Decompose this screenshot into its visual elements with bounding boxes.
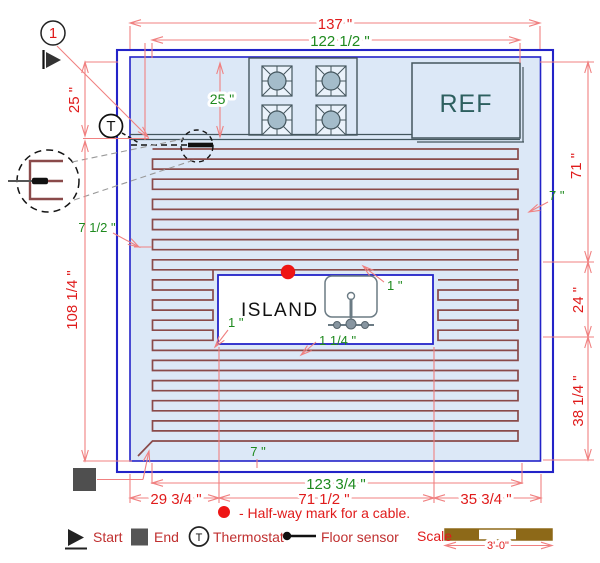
faucet-center-knob — [345, 318, 357, 330]
dim-bottom-left: 29 3/4 " — [150, 491, 201, 508]
legend — [65, 506, 316, 550]
dim-top-overall: 137 " — [318, 16, 353, 33]
dim-right-lower: 38 1/4 " — [570, 375, 587, 426]
dim-bottom-mid: 71 1/2 " — [298, 491, 349, 508]
dim-floor-left: 108 1/4 " — [64, 270, 81, 330]
legend-thermostat-symbol: T — [196, 532, 203, 544]
detail-leader-top — [71, 138, 184, 163]
refrigerator-label: REF — [440, 90, 493, 118]
room-outer-wall — [115, 48, 555, 474]
scale-bar-right-segment — [516, 529, 552, 540]
stove-burners — [261, 65, 347, 136]
dim-cable-width-bottom: 123 3/4 " — [306, 476, 366, 493]
halfway-mark-dot — [280, 264, 296, 280]
dim-right-upper: 71 " — [568, 153, 585, 179]
circuit-number-text: 1 — [49, 25, 57, 42]
note-halfway-dot — [218, 506, 230, 518]
faucet-right-knob — [361, 321, 369, 329]
dim-counter-depth: 25 " — [210, 91, 234, 107]
heating-cable — [137, 148, 519, 457]
dim-island-gap-top: 1 " — [387, 278, 403, 293]
stove-outline — [248, 57, 358, 136]
legend-start-icon — [68, 529, 84, 546]
legend-thermostat-label: Thermostat — [213, 529, 284, 545]
scale-bar — [444, 528, 553, 541]
refrigerator-box — [411, 62, 521, 139]
dim-cable-gap-right: 7 " — [549, 188, 565, 203]
island — [217, 274, 434, 345]
counter-area — [130, 57, 524, 143]
detail-sensor-tip — [32, 177, 48, 185]
legend-end-icon — [131, 528, 148, 546]
dim-cable-gap-bottom: 7 " — [250, 444, 266, 459]
legend-end-label: End — [154, 529, 179, 545]
scale-label: Scale — [417, 528, 452, 544]
thermostat-symbol-circle — [98, 113, 124, 139]
dim-bottom-right: 35 3/4 " — [460, 491, 511, 508]
dim-counter-left: 25 " — [66, 87, 83, 113]
legend-floor-sensor-label: Floor sensor — [321, 529, 399, 545]
sensor-tip — [188, 142, 213, 148]
markers — [40, 20, 296, 491]
circuit-number-badge — [40, 20, 66, 46]
sensor-callout-circle — [180, 129, 214, 163]
start-marker-triangle — [46, 52, 61, 68]
dim-right-mid: 24 " — [570, 287, 587, 313]
sensor-detail — [8, 138, 195, 213]
legend-floor-sensor-icon — [282, 531, 292, 541]
end-marker-square — [73, 468, 96, 491]
scale-bar-left-segment — [445, 529, 479, 540]
dim-island-gap-bottom: 1 1/4 " — [319, 333, 357, 348]
scale-length-text: 3'-0" — [487, 540, 509, 552]
island-label: ISLAND — [241, 300, 319, 321]
dim-cable-width-top: 122 1/2 " — [310, 33, 370, 50]
legend-thermostat-icon — [188, 526, 210, 547]
dim-island-gap-left: 1 " — [228, 315, 244, 330]
legend-start-label: Start — [93, 529, 123, 545]
dim-cable-gap-left: 7 1/2 " — [78, 220, 116, 235]
halfway-note-text: - Half-way mark for a cable. — [239, 505, 410, 521]
detail-leader-bottom — [73, 159, 195, 201]
dimension-lines — [56, 19, 594, 550]
thermostat-symbol-text: T — [106, 118, 115, 135]
faucet-left-knob — [333, 321, 341, 329]
